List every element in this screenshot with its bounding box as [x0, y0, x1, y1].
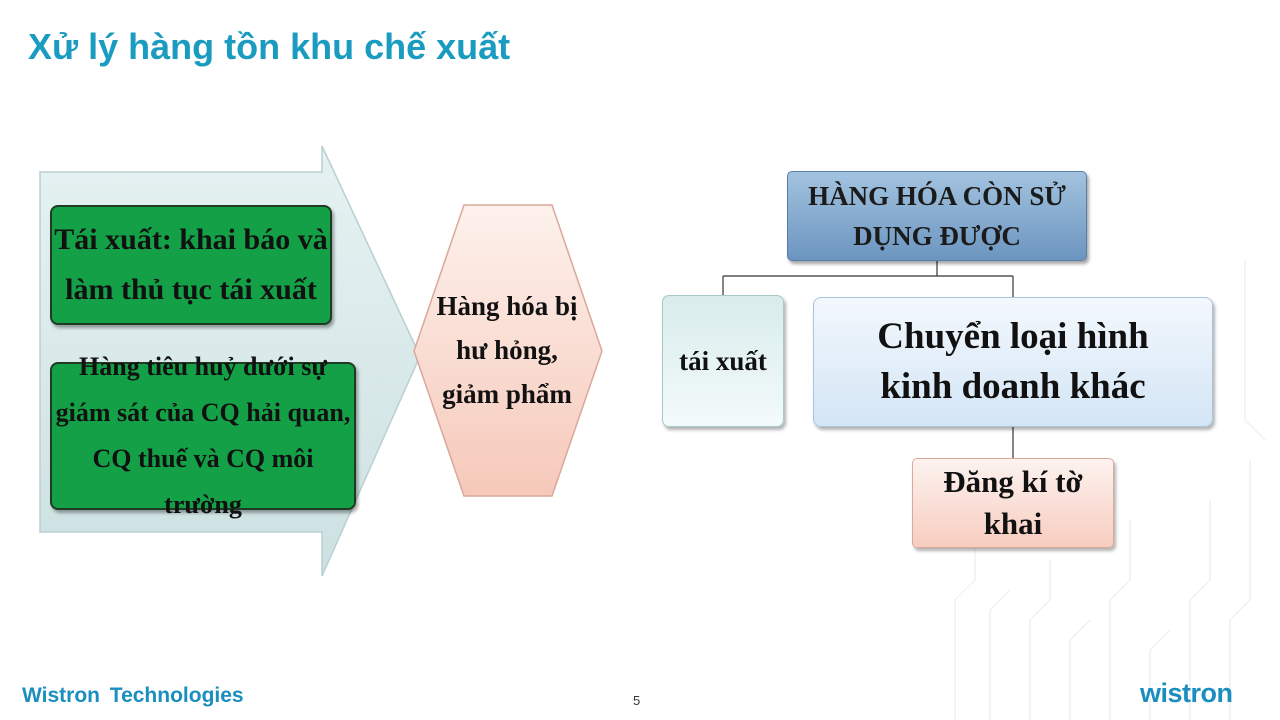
register-declaration-label: Đăng kí tờ khai [943, 464, 1083, 541]
reexport-node: tái xuất [662, 295, 784, 427]
change-business-type-node: Chuyển loại hình kinh doanh khác [813, 297, 1213, 427]
wistron-logo: wistron [1140, 678, 1233, 708]
destruction-label: Hàng tiêu huỷ dưới sự giám sát của CQ hả… [55, 352, 351, 519]
left-diagram: Tái xuất: khai báo và làm thủ tục tái xu… [39, 145, 603, 577]
reexport-box: Tái xuất: khai báo và làm thủ tục tái xu… [50, 205, 332, 325]
change-business-type-label: Chuyển loại hình kinh doanh khác [877, 316, 1149, 407]
hexagon-shape [413, 204, 603, 497]
slide-title: Xử lý hàng tồn khu chế xuất [28, 26, 511, 67]
usable-goods-box: HÀNG HÓA CÒN SỬ DỤNG ĐƯỢC [787, 171, 1087, 261]
damaged-goods-text: Hàng hóa bị hư hỏng, giảm phẩm [436, 291, 578, 409]
register-declaration-node: Đăng kí tờ khai [912, 458, 1114, 548]
reexport-node-label: tái xuất [679, 345, 767, 376]
destruction-box: Hàng tiêu huỷ dưới sự giám sát của CQ hả… [50, 352, 356, 519]
damaged-goods-label: Hàng hóa bị hư hỏng, giảm phẩm [412, 203, 602, 497]
usable-goods-label: HÀNG HÓA CÒN SỬ DỤNG ĐƯỢC [808, 181, 1066, 251]
page-number: 5 [633, 693, 641, 708]
reexport-label: Tái xuất: khai báo và làm thủ tục tái xu… [54, 223, 328, 306]
company-name: Wistron Technologies [22, 684, 244, 707]
